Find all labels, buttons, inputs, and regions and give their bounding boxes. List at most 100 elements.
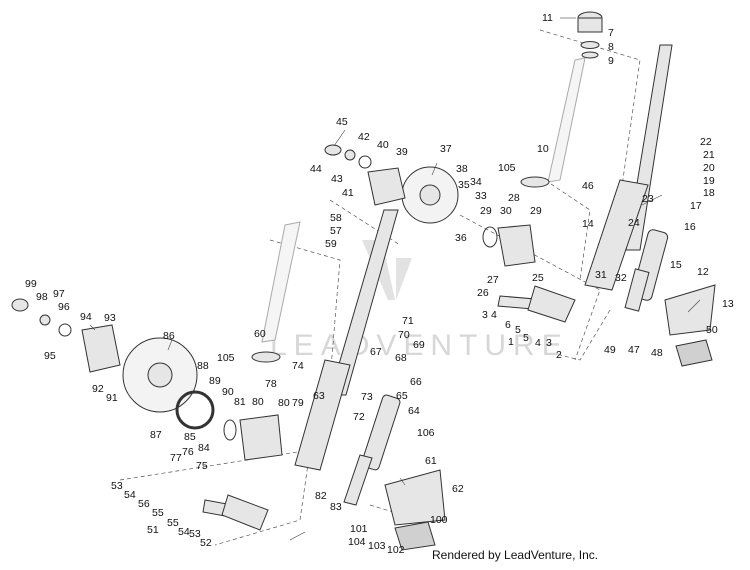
callout-label: 43	[331, 173, 343, 185]
callout-label: 56	[138, 498, 150, 510]
callout-labels: 11 7 8 9 10 105 46 14 22 21 20 19 18 17 …	[25, 12, 734, 556]
callout-label: 54	[124, 489, 136, 501]
dust-seal-105b	[251, 351, 281, 363]
bearing-97	[39, 314, 51, 326]
caliper-28	[497, 224, 536, 267]
caliper-84	[239, 414, 283, 461]
callout-label: 53	[111, 480, 123, 492]
callout-label: 9	[608, 55, 614, 67]
callout-label: 35	[458, 179, 470, 191]
reflector-50	[675, 339, 713, 367]
axle-nut-25	[527, 285, 576, 323]
callout-label: 87	[150, 429, 162, 441]
callout-label: 92	[92, 383, 104, 395]
callout-label: 10	[537, 143, 549, 155]
callout-label: 68	[395, 352, 407, 364]
callout-label: 5	[515, 324, 521, 336]
callout-label: 105	[498, 162, 516, 174]
callout-label: 80	[252, 396, 264, 408]
shock-rod-64	[343, 454, 373, 506]
callout-label: 44	[310, 163, 322, 175]
callout-label: 82	[315, 490, 327, 502]
callout-label: 25	[532, 272, 544, 284]
callout-label: 60	[254, 328, 266, 340]
callout-label: 64	[408, 405, 420, 417]
callout-label: 106	[417, 427, 435, 439]
callout-label: 19	[703, 175, 715, 187]
callout-label: 63	[313, 390, 325, 402]
callout-label: 42	[358, 131, 370, 143]
callout-label: 91	[106, 392, 118, 404]
callout-label: 105	[217, 352, 235, 364]
callout-label: 23	[642, 193, 654, 205]
callout-label: 59	[325, 238, 337, 250]
callout-label: 100	[430, 514, 448, 526]
hub-93	[81, 324, 121, 373]
callout-label: 93	[104, 312, 116, 324]
callout-label: 46	[582, 180, 594, 192]
callout-label: 95	[44, 350, 56, 362]
callout-label: 77	[170, 452, 182, 464]
callout-label: 81	[234, 396, 246, 408]
callout-label: 89	[209, 375, 221, 387]
callout-label: 70	[398, 329, 410, 341]
callout-label: 45	[336, 116, 348, 128]
callout-label: 104	[348, 536, 366, 548]
leader-52	[289, 531, 306, 541]
callout-label: 80	[278, 397, 290, 409]
callout-label: 14	[582, 218, 594, 230]
callout-label: 102	[387, 544, 405, 556]
callout-label: 24	[628, 217, 640, 229]
callout-label: 30	[500, 205, 512, 217]
seal-30	[482, 226, 498, 248]
callout-label: 48	[651, 347, 663, 359]
callout-label: 1	[508, 336, 514, 348]
callout-label: 54	[178, 526, 190, 538]
callout-label: 33	[475, 190, 487, 202]
callout-label: 101	[350, 523, 368, 535]
watermark-text: LEADVENTURE	[270, 329, 569, 362]
callout-label: 26	[477, 287, 489, 299]
leader-93	[89, 324, 96, 331]
callout-label: 20	[703, 162, 715, 174]
callout-label: 52	[200, 537, 212, 549]
callout-label: 71	[402, 315, 414, 327]
brake-disc-hub-37	[419, 184, 441, 206]
callout-label: 21	[703, 149, 715, 161]
cap-99	[11, 298, 29, 312]
fork-leg-right	[584, 179, 649, 291]
callout-label: 84	[198, 442, 210, 454]
shock-rod-15	[624, 268, 650, 312]
callout-label: 55	[152, 507, 164, 519]
fork-cap-body	[577, 17, 603, 33]
callout-label: 86	[163, 330, 175, 342]
callout-label: 8	[608, 41, 614, 53]
callout-label: 85	[184, 431, 196, 443]
callout-label: 49	[604, 344, 616, 356]
callout-label: 78	[265, 378, 277, 390]
callout-label: 61	[425, 455, 437, 467]
reflector-102	[394, 521, 436, 551]
callout-label: 50	[706, 324, 718, 336]
callout-label: 98	[36, 291, 48, 303]
callout-label: 40	[377, 139, 389, 151]
inner-tube-right	[547, 57, 586, 183]
seal-81	[223, 419, 237, 441]
seal-9	[581, 51, 599, 59]
tone-ring-88	[175, 390, 215, 430]
callout-label: 4	[535, 337, 541, 349]
shock-absorber-64	[361, 394, 401, 471]
callout-label: 31	[595, 269, 607, 281]
bracket-61	[384, 469, 446, 526]
callout-label: 29	[530, 205, 542, 217]
dust-seal-105	[520, 176, 550, 188]
callout-label: 83	[330, 501, 342, 513]
callout-label: 76	[182, 446, 194, 458]
callout-label: 47	[628, 344, 640, 356]
callout-label: 74	[292, 360, 304, 372]
parts	[11, 11, 716, 551]
callout-label: 62	[452, 483, 464, 495]
callout-label: 6	[505, 319, 511, 331]
watermark: LEADVENTURE	[270, 240, 569, 362]
